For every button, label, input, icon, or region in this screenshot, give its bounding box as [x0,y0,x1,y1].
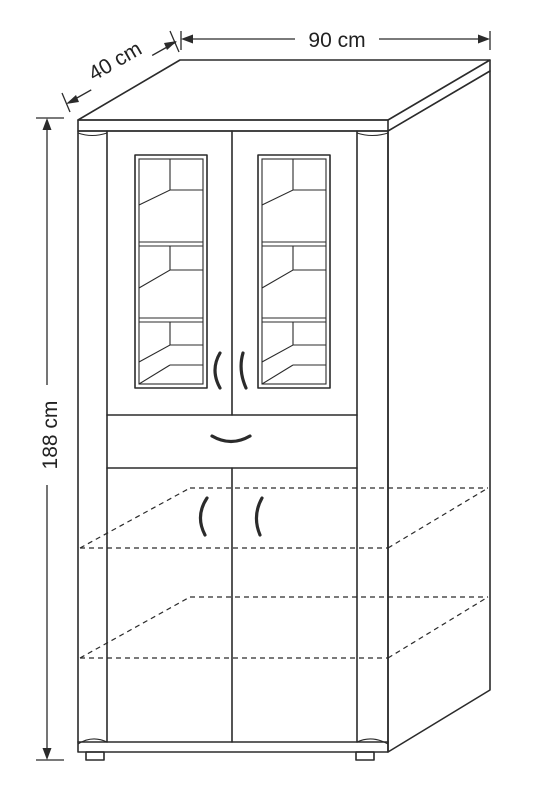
cabinet-front [77,130,389,753]
upper-right-handle[interactable] [239,351,248,390]
width-arrow-left [181,34,193,44]
width-label: 90 cm [308,29,365,52]
upper-left-handle[interactable] [213,351,222,390]
glass-door-left[interactable] [134,154,208,389]
height-dimension: 188 cm [36,117,64,761]
width-dimension: 90 cm [180,29,491,52]
hidden-shelf-upper [79,487,489,549]
height-arrow-top [42,118,52,130]
foot-left [85,751,105,761]
lower-left-handle[interactable] [198,496,209,537]
glass-door-right[interactable] [257,154,331,389]
cabinet-top-edge [77,119,389,132]
drawer-handle[interactable] [210,434,252,444]
lower-right-handle[interactable] [254,496,264,537]
cabinet [77,59,491,761]
depth-arrow-right [164,41,177,50]
foot-right [355,751,375,761]
height-arrow-bottom [42,748,52,760]
height-label: 188 cm [39,401,62,470]
hidden-shelf-lower [79,596,489,659]
cabinet-top [77,59,491,121]
depth-arrow-left [66,95,79,104]
cabinet-side [387,70,491,753]
width-arrow-right [478,34,490,44]
